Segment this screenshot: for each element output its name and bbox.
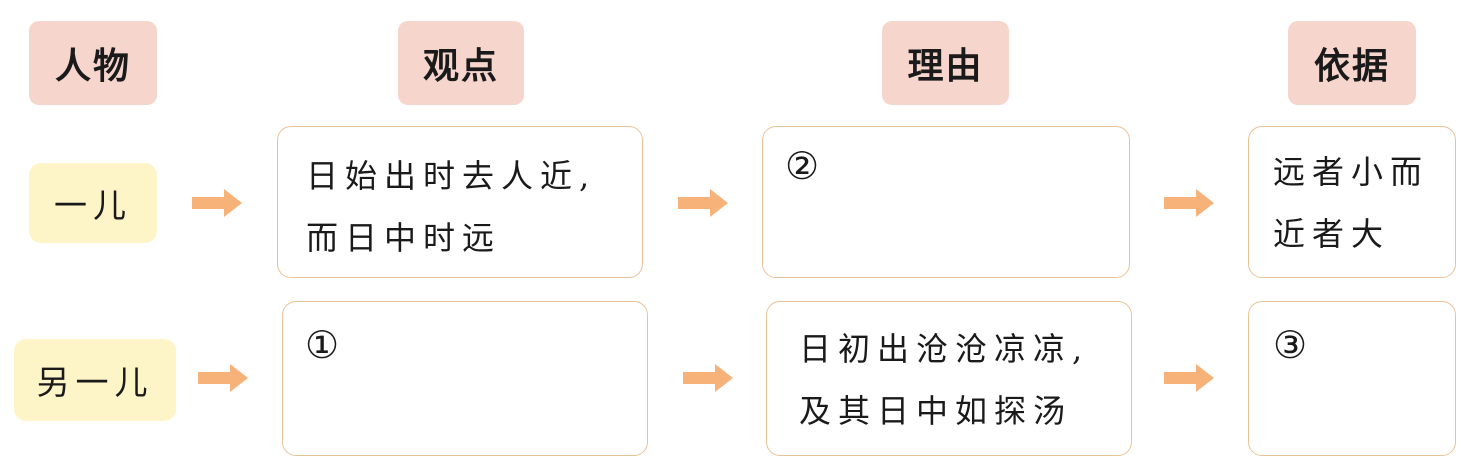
header-viewpoint: 观点: [398, 21, 524, 105]
right-arrow-icon: [678, 189, 728, 217]
right-arrow-icon: [198, 364, 248, 392]
viewpoint-box-row1: 日始出时去人近, 而日中时远: [277, 126, 643, 278]
reason-box-row1: ②: [762, 126, 1130, 278]
blank-marker-1: ①: [305, 323, 340, 367]
reason-box-row2: 日初出沧沧凉凉, 及其日中如探汤: [766, 301, 1132, 456]
header-reason: 理由: [882, 21, 1009, 105]
basis-text-line: 远者小而: [1273, 153, 1430, 191]
basis-box-row1: 远者小而 近者大: [1248, 126, 1456, 278]
right-arrow-icon: [1164, 364, 1214, 392]
right-arrow-icon: [1164, 189, 1214, 217]
viewpoint-text-line: 日始出时去人近,: [306, 157, 597, 195]
reason-text-line: 及其日中如探汤: [799, 392, 1073, 430]
basis-text-line: 近者大: [1273, 215, 1391, 253]
header-person: 人物: [29, 21, 157, 105]
blank-marker-3: ③: [1273, 323, 1308, 367]
viewpoint-box-row2: ①: [282, 301, 648, 456]
right-arrow-icon: [192, 189, 242, 217]
viewpoint-text-line: 而日中时远: [306, 219, 502, 257]
basis-box-row2: ③: [1248, 301, 1456, 456]
right-arrow-icon: [683, 364, 733, 392]
person-row2: 另一儿: [14, 339, 176, 421]
header-basis: 依据: [1288, 21, 1416, 105]
reason-text-line: 日初出沧沧凉凉,: [799, 330, 1090, 368]
blank-marker-2: ②: [785, 144, 820, 188]
person-row1: 一儿: [29, 163, 157, 243]
